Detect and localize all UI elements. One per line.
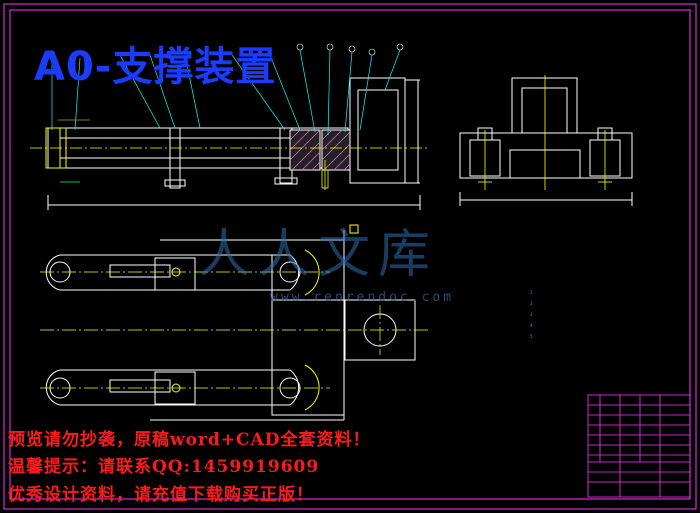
- promo-line-2: 温馨提示：请联系QQ:1459919609: [8, 457, 320, 477]
- note-line-4: 4: [530, 323, 533, 328]
- drawing-title: A0-支撑装置: [34, 44, 277, 90]
- side-view-assembly: [45, 77, 421, 210]
- balloon-circles: [296, 43, 404, 56]
- promo-line-1: 预览请勿抄袭，原稿word+CAD全套资料！: [8, 430, 371, 450]
- plan-centerlines: [40, 271, 430, 389]
- note-line-2: 2: [530, 301, 533, 306]
- inner-border: [9, 9, 691, 500]
- promo-line-3: 优秀设计资料，请充值下载购买正版！: [8, 485, 314, 505]
- note-line-5: 5: [530, 334, 533, 339]
- leader-lines: [51, 49, 401, 136]
- plan-view: [45, 224, 416, 421]
- outer-border: [3, 3, 697, 510]
- technical-notes: 1 2 3 4 5: [530, 290, 533, 345]
- end-view-centerlines: [478, 75, 612, 190]
- watermark-logo: 人人文库: [198, 225, 439, 285]
- watermark-url: www.renrendoc.com: [270, 290, 455, 305]
- end-view: [459, 77, 633, 206]
- centerlines-top: [30, 147, 430, 190]
- note-line-1: 1: [530, 290, 533, 295]
- title-block: [587, 394, 691, 498]
- note-line-3: 3: [530, 312, 533, 317]
